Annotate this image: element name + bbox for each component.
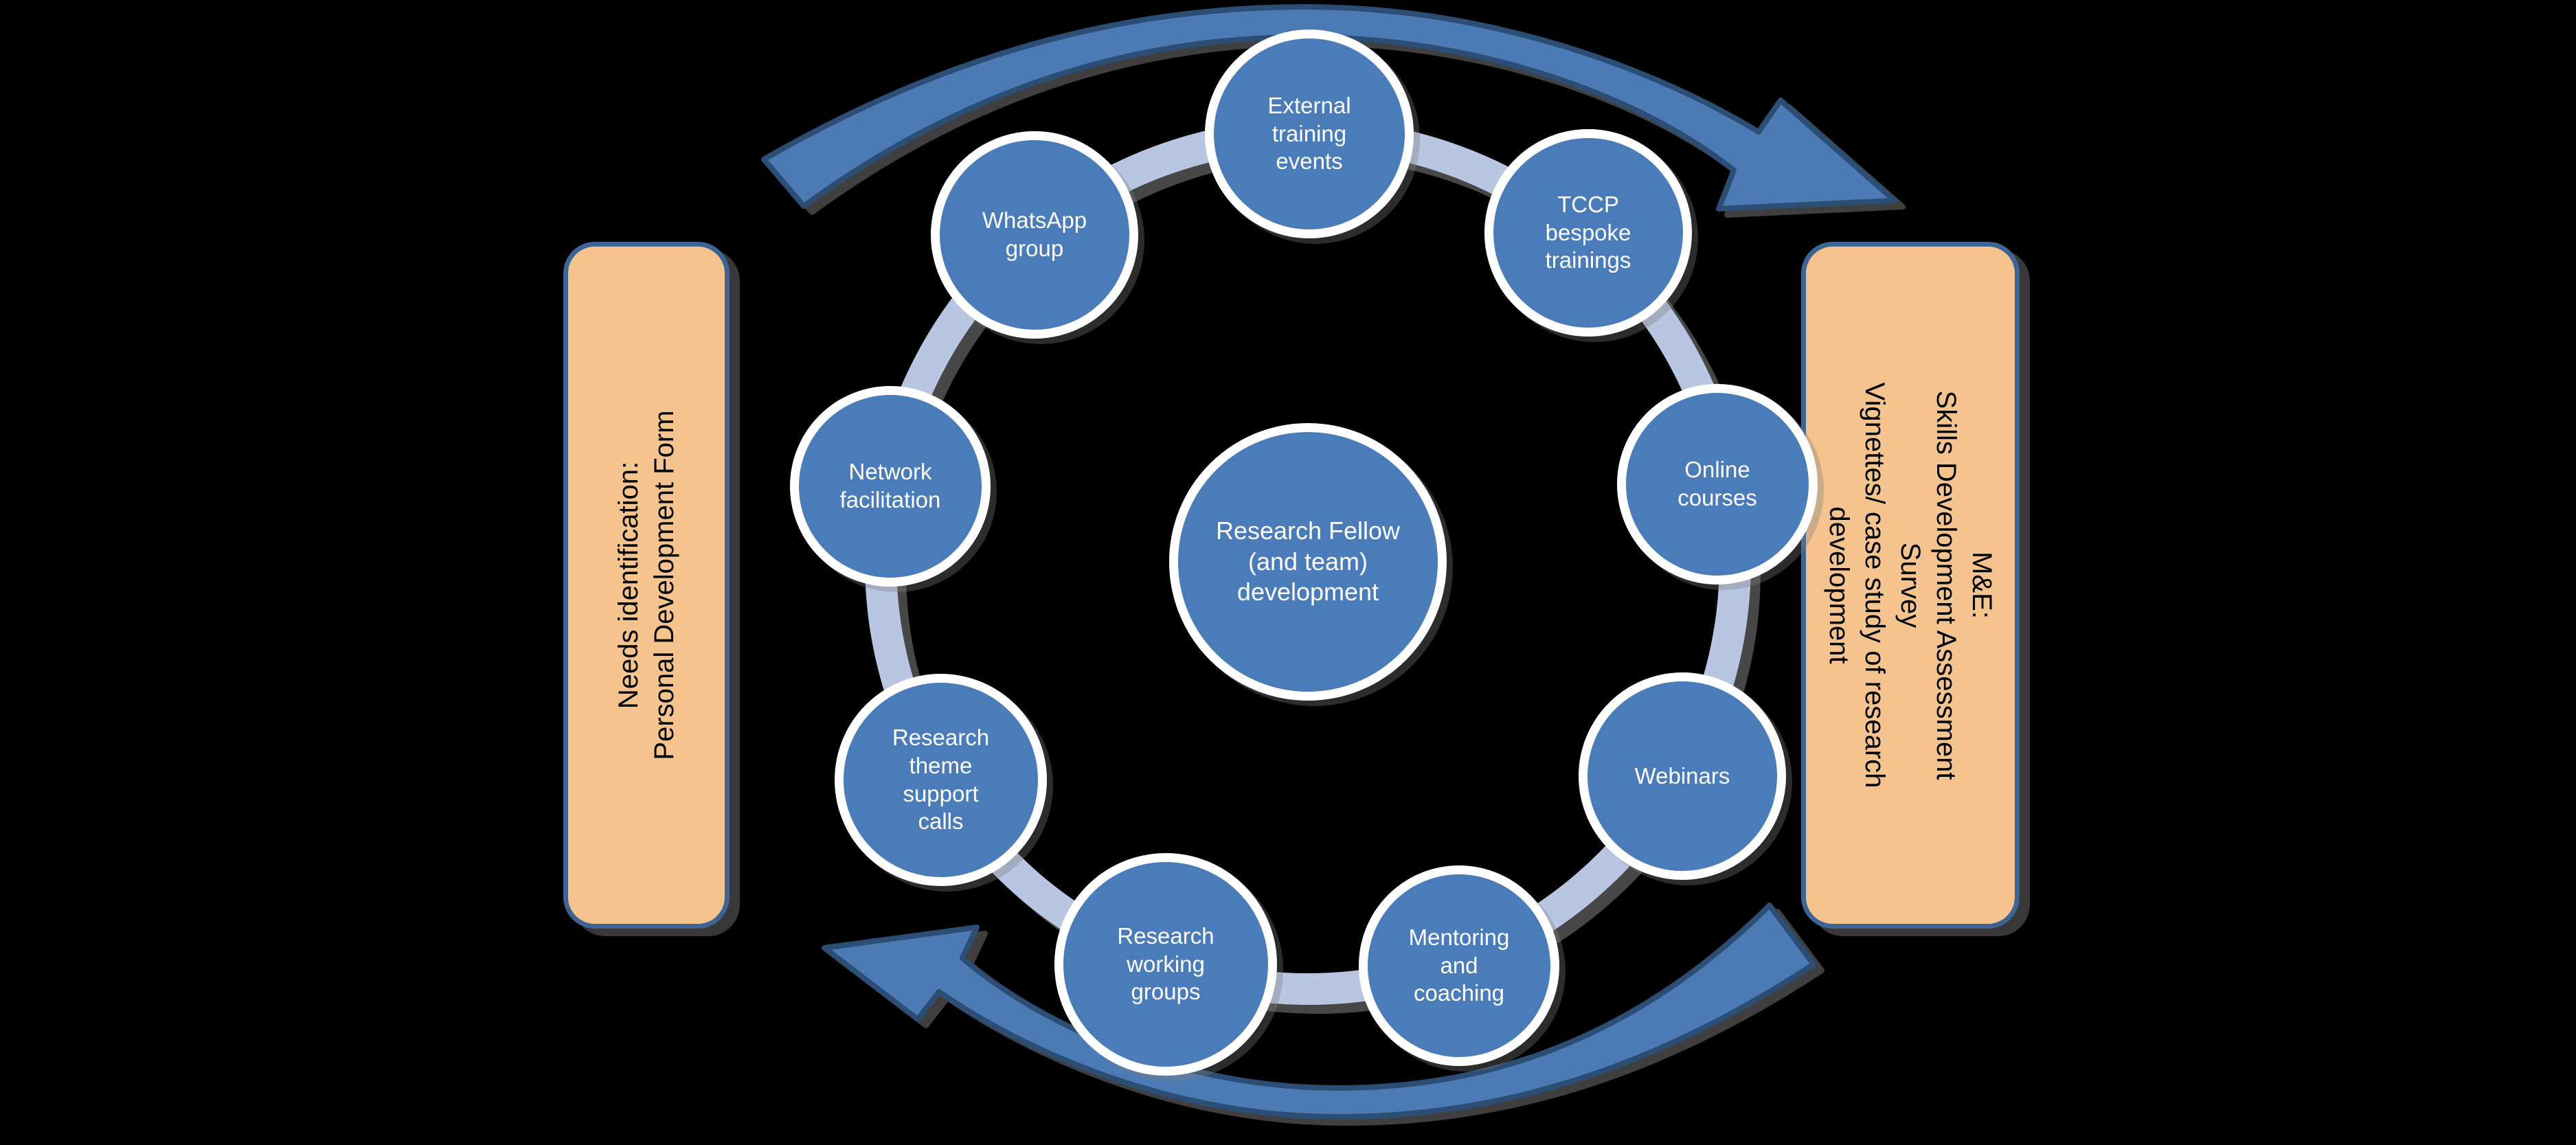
- node-research-theme-support-calls: Research theme support calls: [835, 674, 1047, 886]
- node-whatsapp-group: WhatsApp group: [931, 131, 1138, 339]
- monitoring-evaluation-text: M&E: Skills Development Assessment Surve…: [1821, 256, 2000, 915]
- panel-line: Needs identification:: [613, 461, 644, 710]
- node-online-courses: Online courses: [1617, 384, 1818, 585]
- node-label: Online courses: [1677, 457, 1757, 510]
- node-mentoring-and-coaching: Mentoring and coaching: [1359, 865, 1559, 1066]
- node-external-training-events: External training events: [1205, 30, 1414, 238]
- node-webinars: Webinars: [1579, 672, 1786, 880]
- panel-line: Personal Development Form: [649, 410, 679, 760]
- panel-line: M&E:: [1967, 552, 1997, 619]
- cycle-arrow-top-icon: [761, 4, 1897, 212]
- node-label: Research theme support calls: [892, 724, 990, 835]
- node-label: Webinars: [1634, 762, 1730, 789]
- node-research-fellow-development: Research Fellow (and team) development: [1169, 423, 1447, 701]
- node-label: Research working groups: [1117, 922, 1214, 1005]
- needs-identification-panel: Needs identification: Personal Developme…: [563, 242, 730, 929]
- needs-identification-text: Needs identification: Personal Developme…: [611, 256, 682, 915]
- node-label: Mentoring and coaching: [1408, 924, 1510, 1006]
- node-label: WhatsApp group: [982, 207, 1087, 261]
- panel-line: Skills Development Assessment: [1931, 390, 1961, 780]
- panel-line: Vignettes/ case study of research: [1860, 382, 1890, 789]
- panel-line: Survey: [1895, 542, 1925, 628]
- cycle-arrow-bottom-icon: [822, 903, 1816, 1120]
- node-label: External training events: [1267, 92, 1351, 174]
- monitoring-evaluation-panel: M&E: Skills Development Assessment Surve…: [1801, 242, 2020, 929]
- node-network-facilitation: Network facilitation: [790, 386, 991, 587]
- node-tccp-bespoke-trainings: TCCP bespoke trainings: [1484, 129, 1692, 337]
- panel-line: development: [1824, 506, 1854, 664]
- node-label: Network facilitation: [839, 459, 941, 512]
- node-research-working-groups: Research working groups: [1054, 853, 1277, 1076]
- node-label: TCCP bespoke trainings: [1545, 191, 1631, 273]
- node-label: Research Fellow (and team) development: [1215, 517, 1401, 606]
